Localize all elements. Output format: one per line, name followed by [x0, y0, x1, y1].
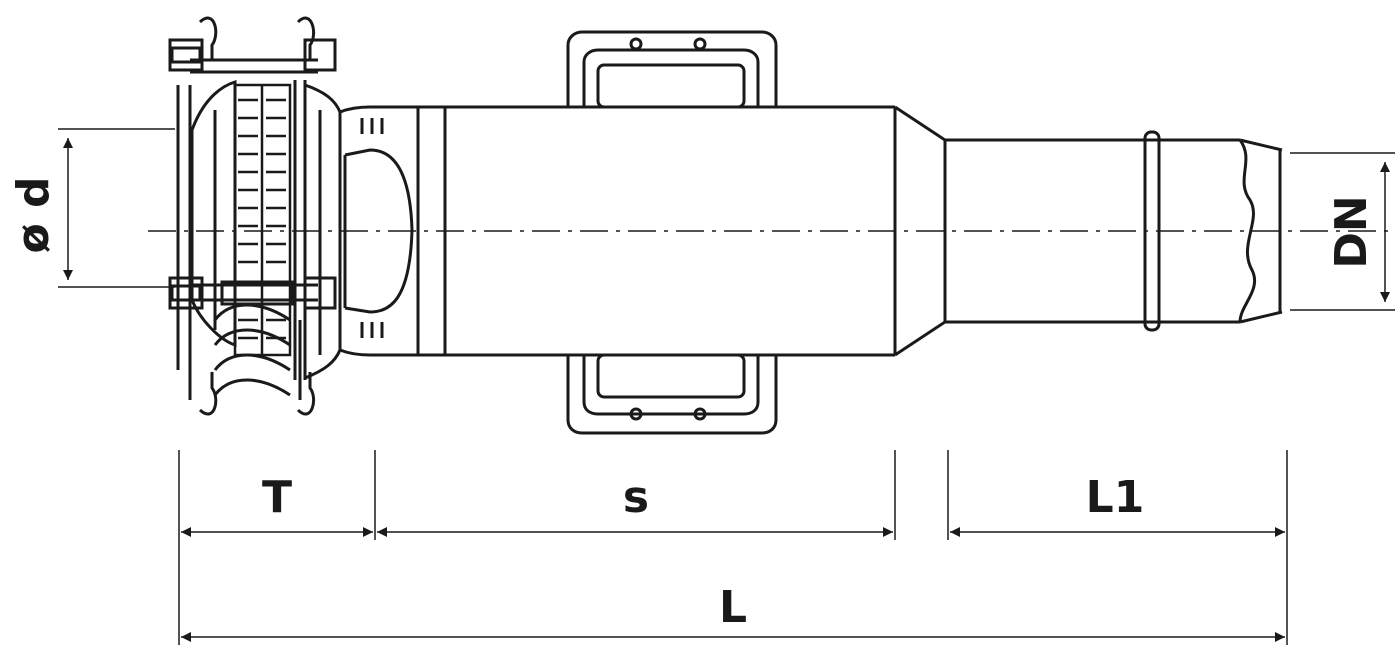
label-insertion: L1: [1086, 472, 1145, 523]
dimension-extension-lines: [178, 450, 1288, 645]
handle-top: [566, 30, 778, 109]
gripping-ring: [233, 83, 292, 357]
label-nominal: DN: [1326, 195, 1377, 268]
handle-bottom: [566, 353, 778, 435]
flange-assembly: [168, 16, 342, 416]
label-overall: L: [719, 582, 747, 633]
label-spigot: s: [623, 472, 649, 523]
dimension-nominal: [1290, 152, 1395, 311]
label-diameter: ø d: [8, 176, 59, 253]
label-socket-depth: T: [262, 472, 292, 523]
dimension-diameter: [58, 128, 175, 288]
